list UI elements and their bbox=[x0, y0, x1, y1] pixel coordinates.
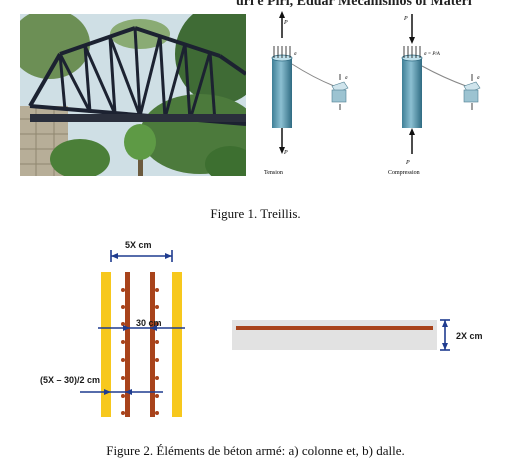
rebar-left bbox=[125, 272, 130, 417]
slab-concrete bbox=[232, 320, 437, 350]
figure2-caption: Figure 2. Éléments de béton armé: a) col… bbox=[106, 443, 405, 458]
slab-label: 2X cm bbox=[456, 331, 483, 341]
inner-label: 30 cm bbox=[136, 318, 162, 328]
tension-label: Tension bbox=[264, 170, 283, 176]
tension-sigma: σ bbox=[294, 52, 297, 57]
bridge-photo bbox=[20, 14, 246, 176]
width-dimension bbox=[110, 250, 173, 262]
compression-element-sigma: σ bbox=[477, 76, 480, 81]
tension-element-sigma: σ bbox=[345, 76, 348, 81]
side-label: (5X – 30)/2 cm bbox=[40, 375, 100, 385]
slab-rebar bbox=[236, 326, 433, 330]
page-header-text: uri e Piri, Eduar Mecanismos of Materi bbox=[236, 0, 472, 9]
stress-diagram: P P σ σ Tension P P σ = P/A σ Compressio… bbox=[264, 11, 481, 176]
compression-stress-formula: σ = P/A bbox=[424, 52, 441, 57]
figure1-caption: Figure 1. Treillis. bbox=[210, 206, 301, 221]
tension-force-top: P bbox=[283, 20, 288, 26]
column-section-diagram: 5X cm 30 cm (5X – 30)/2 cm bbox=[40, 240, 185, 417]
compression-force-top: P bbox=[403, 16, 408, 22]
tension-column bbox=[271, 11, 349, 154]
rebar-right bbox=[150, 272, 155, 417]
concrete-left bbox=[101, 272, 111, 417]
compression-column bbox=[401, 14, 481, 154]
stirrup-dots bbox=[121, 288, 159, 415]
tension-force-bottom: P bbox=[283, 150, 288, 156]
slab-diagram: 2X cm bbox=[232, 319, 483, 351]
compression-force-bottom: P bbox=[405, 160, 410, 166]
width-label: 5X cm bbox=[125, 240, 152, 250]
compression-label: Compression bbox=[388, 170, 420, 176]
concrete-right bbox=[172, 272, 182, 417]
